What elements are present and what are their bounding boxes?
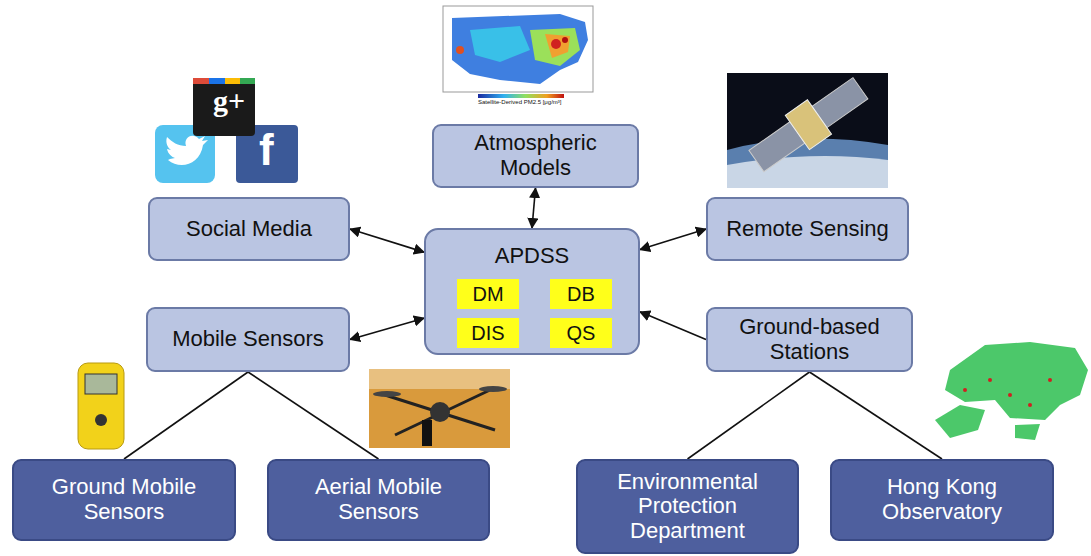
- drone-photo: [369, 369, 510, 448]
- node-text: Hong Kong Observatory: [832, 475, 1052, 524]
- source-box: Remote Sensing: [706, 197, 909, 261]
- node-text: DM: [466, 283, 509, 305]
- node-text: Remote Sensing: [720, 217, 895, 242]
- node-text: Social Media: [180, 217, 318, 242]
- tree-line: [124, 372, 248, 459]
- node-text: DIS: [465, 322, 510, 344]
- module-chip: DB: [550, 279, 612, 309]
- provider-box: Aerial Mobile Sensors: [267, 459, 490, 541]
- node-text: Aerial Mobile Sensors: [269, 475, 488, 524]
- arrow-connector: [532, 188, 536, 228]
- hk-map: [935, 342, 1088, 440]
- gas-detector: [78, 363, 124, 449]
- tree-line: [248, 372, 379, 459]
- pm-map: [443, 6, 593, 98]
- source-box: Mobile Sensors: [146, 307, 350, 372]
- module-chip: DM: [457, 279, 519, 309]
- logo-text: f: [259, 128, 274, 172]
- colorbar-caption: Satellite-Derived PM2.5 [μg/m³]: [478, 99, 561, 105]
- node-text: Ground Mobile Sensors: [14, 475, 234, 524]
- provider-box: Ground Mobile Sensors: [12, 459, 236, 541]
- node-text: DB: [561, 283, 601, 305]
- node-text: QS: [561, 322, 602, 344]
- model-box: Atmospheric Models: [432, 124, 639, 188]
- tree-line: [688, 372, 810, 459]
- arrow-connector: [640, 229, 706, 250]
- module-chip: DIS: [457, 318, 519, 348]
- social-icons: [155, 78, 298, 183]
- tree-line: [810, 372, 943, 459]
- provider-box: Environmental Protection Department: [576, 459, 799, 554]
- node-text: Environmental Protection Department: [578, 470, 797, 544]
- arrow-connector: [640, 312, 706, 340]
- satellite-photo: [727, 71, 888, 188]
- node-text: Mobile Sensors: [166, 327, 330, 352]
- source-box: Social Media: [148, 197, 350, 261]
- arrow-connector: [350, 318, 424, 339]
- node-text: Ground-based Stations: [708, 315, 911, 364]
- node-text: APDSS: [489, 244, 576, 269]
- system-box: APDSS DM DB DIS QS: [424, 228, 640, 355]
- arrow-connector: [350, 229, 424, 252]
- node-text: Atmospheric Models: [434, 131, 637, 180]
- logo-text: g+: [213, 86, 245, 116]
- module-chip: QS: [550, 318, 612, 348]
- source-box: Ground-based Stations: [706, 307, 913, 372]
- provider-box: Hong Kong Observatory: [830, 459, 1054, 541]
